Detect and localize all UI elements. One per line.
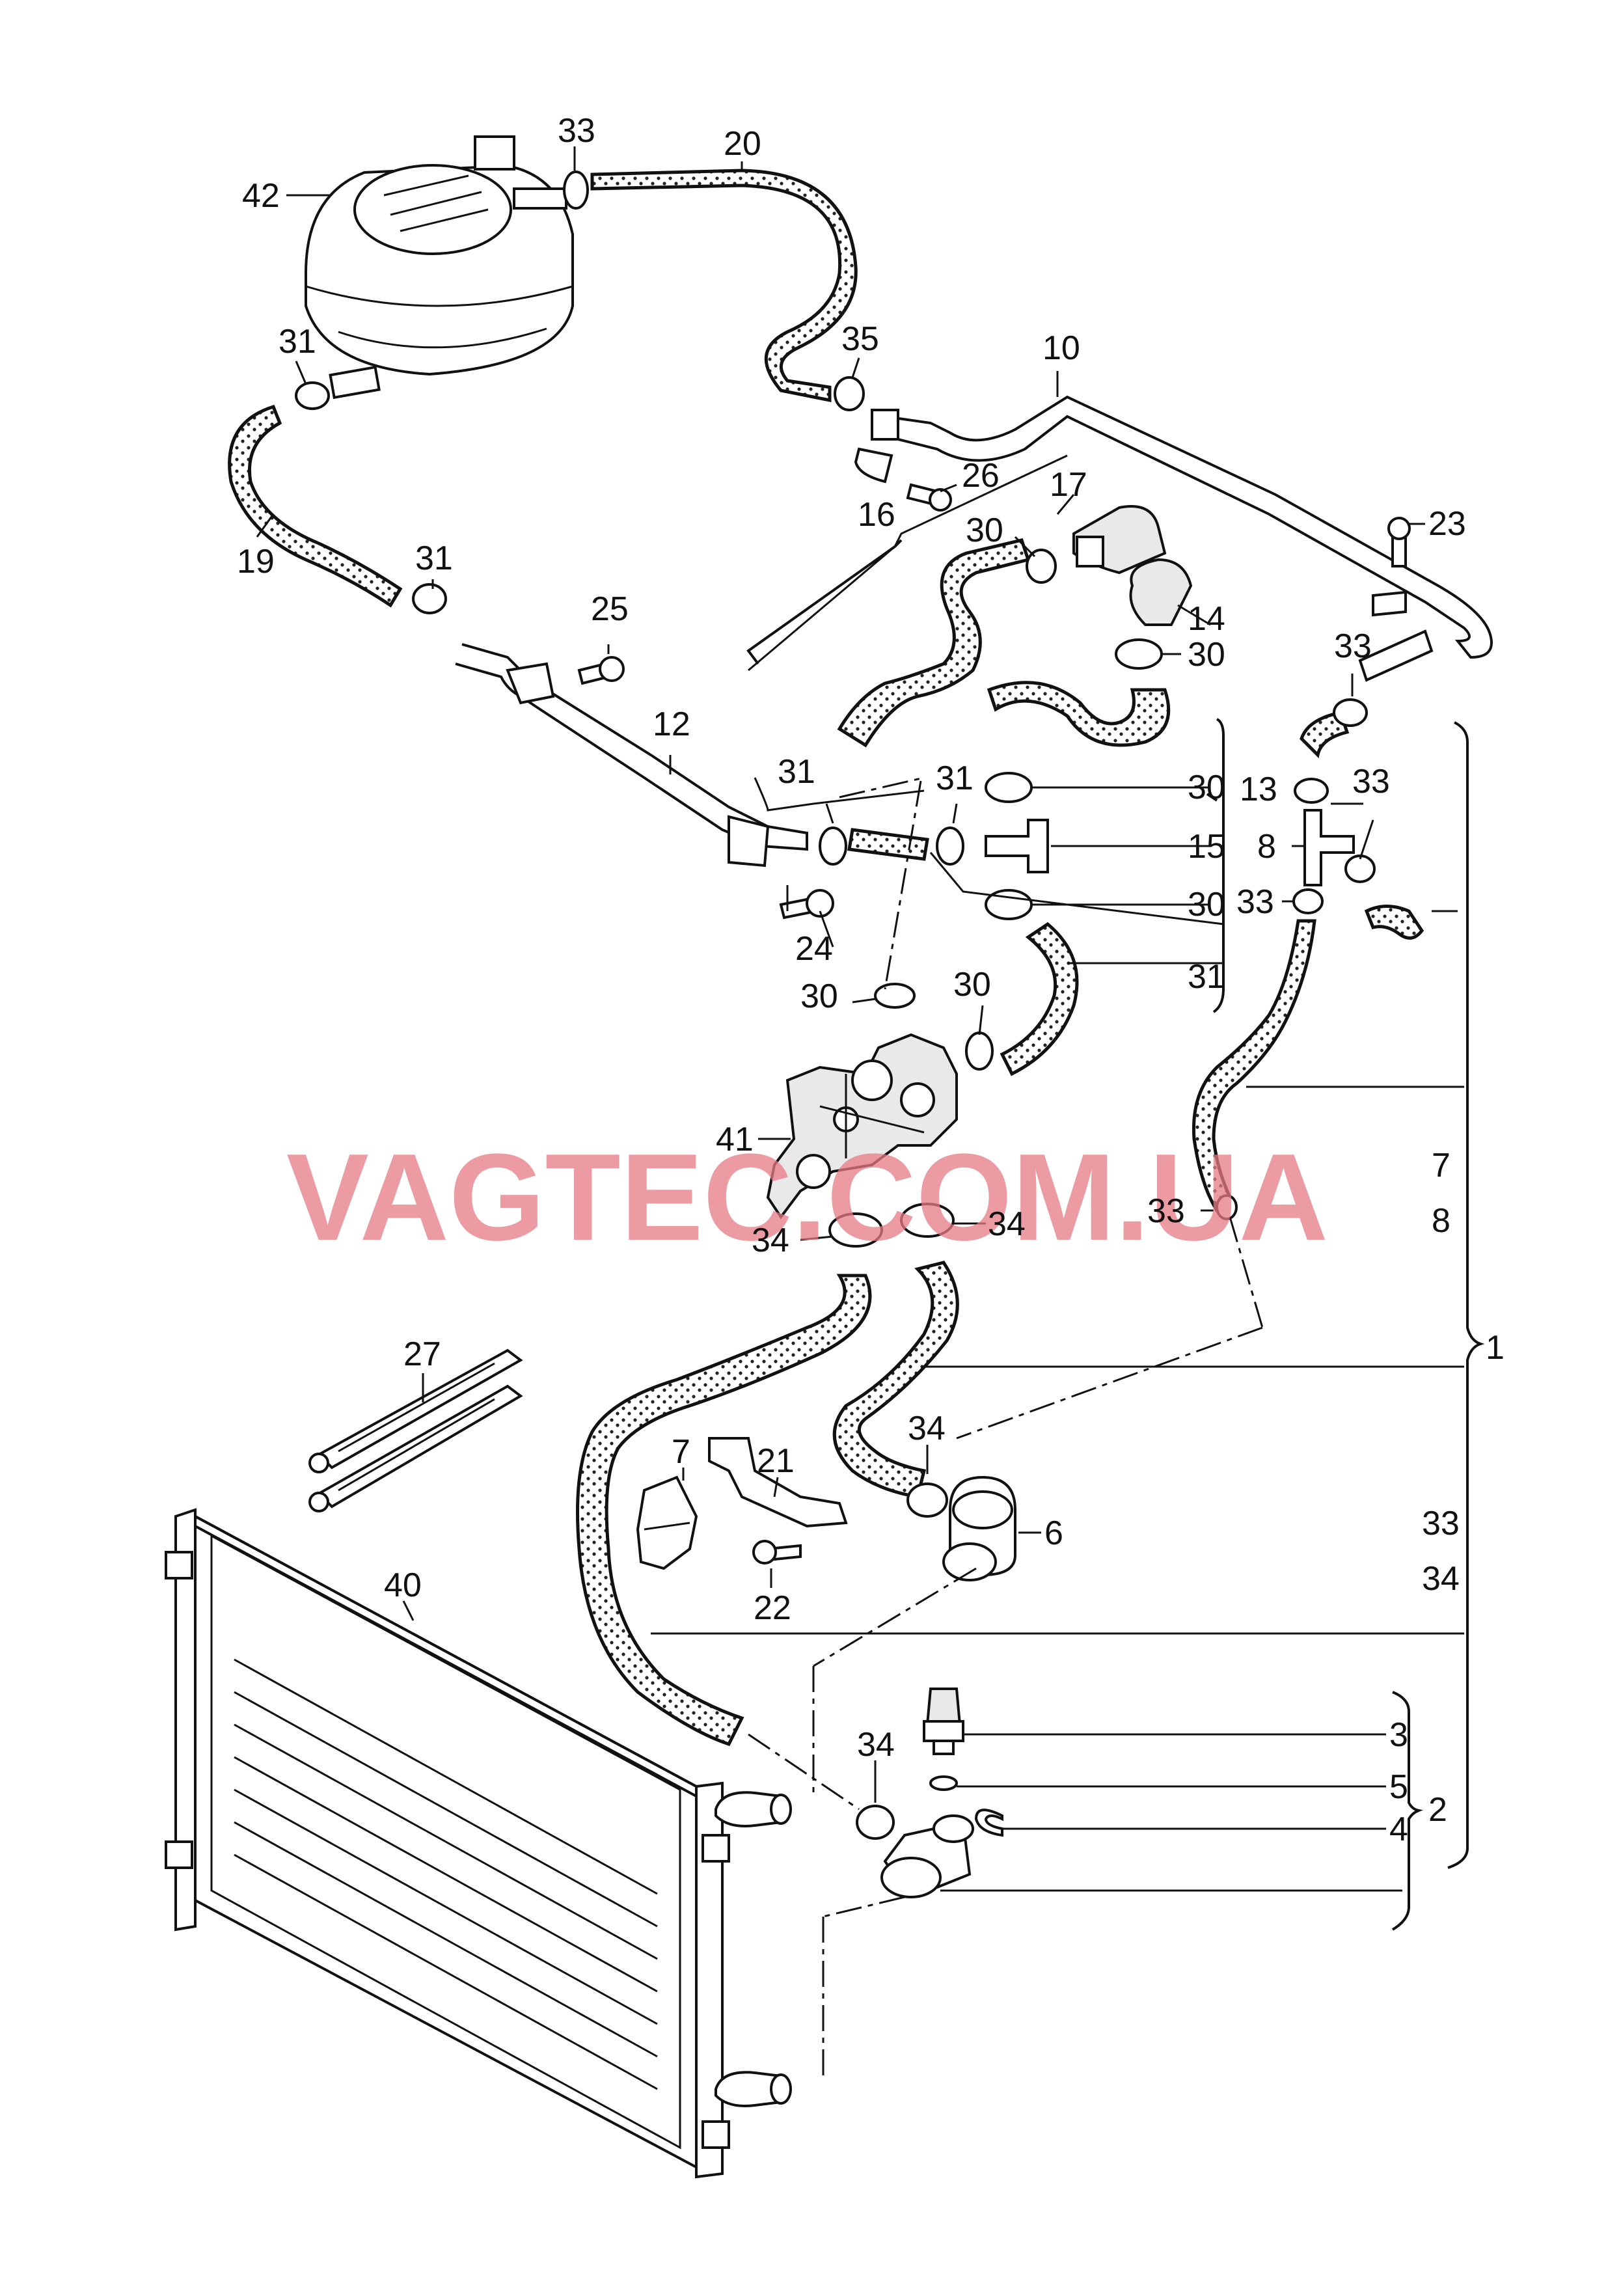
callout-33: 33 (1334, 627, 1372, 665)
callout-22: 22 (754, 1589, 791, 1627)
callout-33: 33 (1352, 763, 1390, 800)
callout-31: 31 (778, 753, 815, 791)
sensor-3 (925, 1688, 962, 1726)
callout-5: 5 (1389, 1768, 1408, 1806)
callout-25: 25 (591, 590, 629, 628)
callout-7: 7 (1432, 1147, 1451, 1184)
callout-17: 17 (1050, 466, 1087, 504)
seal-5 (929, 1775, 958, 1791)
callout-8: 8 (1432, 1202, 1451, 1240)
callout-34: 34 (908, 1410, 946, 1447)
callout-20: 20 (724, 125, 761, 163)
callout-41: 41 (716, 1121, 754, 1158)
hose-20 (590, 169, 858, 403)
callout-34: 34 (752, 1222, 789, 1259)
callout-15: 15 (1188, 828, 1225, 866)
tee-8 (1303, 809, 1355, 886)
callout-10: 10 (1042, 329, 1080, 367)
pipes (455, 395, 1493, 868)
callout-23: 23 (1428, 505, 1466, 543)
callout-13: 13 (1240, 771, 1277, 808)
callout-33: 33 (1147, 1192, 1185, 1230)
hose-41-right (1000, 922, 1079, 1076)
callout-3: 3 (1389, 1716, 1408, 1754)
callout-33: 33 (1422, 1505, 1460, 1542)
callout-31: 31 (936, 759, 974, 797)
callout-19: 19 (237, 543, 275, 581)
callout-30: 30 (800, 977, 838, 1015)
callout-31: 31 (1188, 958, 1225, 996)
callout-26: 26 (962, 457, 1000, 495)
sensor-parts (880, 1688, 1003, 1898)
radiator-40 (165, 1508, 792, 2179)
bracket-21 (708, 1437, 848, 1528)
callout-21: 21 (757, 1442, 795, 1480)
callout-34: 34 (1422, 1560, 1460, 1598)
callout-30: 30 (1188, 636, 1225, 674)
callout-34: 34 (988, 1205, 1026, 1243)
callout-27: 27 (403, 1335, 441, 1373)
callout-33: 33 (1236, 883, 1274, 921)
hose-mid (847, 828, 929, 861)
leader-lines (256, 146, 1485, 1931)
clip-4 (974, 1809, 1003, 1837)
callout-34: 34 (857, 1726, 895, 1764)
callout-30: 30 (953, 966, 991, 1004)
small-parts (577, 483, 1411, 1565)
callout-8: 8 (1257, 828, 1276, 866)
hose-19 (228, 404, 403, 608)
callout-6: 6 (1044, 1514, 1063, 1552)
callout-12: 12 (653, 705, 690, 743)
callout-16: 16 (858, 496, 895, 534)
callout-24: 24 (795, 930, 833, 968)
cable-ties-27 (308, 1348, 523, 1512)
clips (308, 1348, 848, 1570)
hoses (228, 169, 1424, 1747)
expansion-tank (305, 135, 574, 400)
callout-40: 40 (384, 1566, 422, 1604)
dashed-lines (748, 776, 1264, 2076)
hose-lower-left (576, 1274, 872, 1747)
callout-42: 42 (242, 177, 280, 215)
callout-33: 33 (558, 112, 595, 150)
thermostat-housing-41 (766, 1033, 958, 1220)
callout-30: 30 (1188, 769, 1225, 806)
callout-1: 1 (1486, 1329, 1505, 1367)
hose-upper (837, 538, 1031, 748)
callout-30: 30 (1188, 886, 1225, 923)
connector-14 (1129, 558, 1193, 626)
callout-31: 31 (415, 540, 453, 577)
callout-14: 14 (1188, 600, 1225, 638)
connector-6 (942, 1475, 1016, 1581)
callout-31: 31 (279, 323, 316, 361)
watermark-text: VAGTEC.COM.UA (286, 1128, 1328, 1266)
tee-15 (985, 819, 1049, 873)
callout-30: 30 (966, 512, 1003, 549)
hose-small-right (1364, 905, 1424, 940)
callout-35: 35 (841, 320, 879, 358)
callout-7: 7 (672, 1433, 690, 1471)
clamps (295, 171, 1376, 1840)
callout-labels: 42 33 20 31 35 10 26 16 17 23 19 31 25 3… (237, 112, 1505, 1848)
pipe-10 (884, 395, 1493, 659)
callout-2: 2 (1428, 1791, 1447, 1829)
callout-4: 4 (1389, 1811, 1408, 1848)
hose-14 (987, 681, 1171, 747)
clip-7 (636, 1475, 698, 1570)
